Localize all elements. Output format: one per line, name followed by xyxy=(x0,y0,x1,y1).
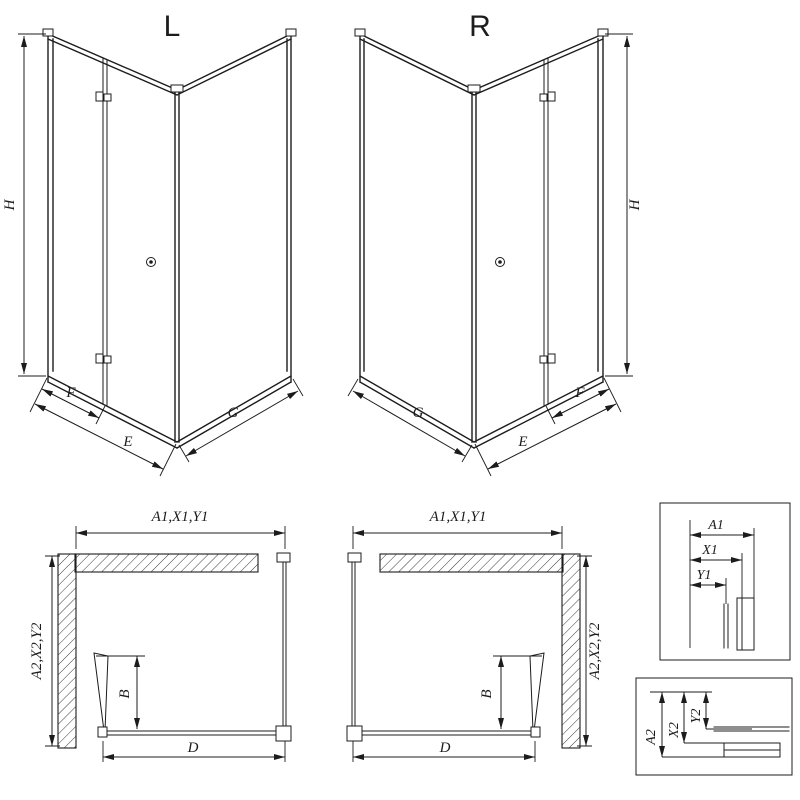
dim-label-e-l: E xyxy=(122,434,132,450)
detail-box-border xyxy=(635,677,793,776)
dim-line-g-l xyxy=(185,390,299,457)
wall-section-left xyxy=(57,553,77,749)
dim-label-h-r: H xyxy=(627,198,643,211)
corner-post-plan-icon xyxy=(346,725,363,742)
dim-label-g-l: G xyxy=(228,405,239,421)
wall-profile-bracket-icon xyxy=(276,552,291,563)
dim-label-a2-plan-l: A2,X2,Y2 xyxy=(29,622,45,680)
dim-label-a1-detail: A1 xyxy=(707,518,724,533)
hinge-icon xyxy=(547,91,556,102)
door-handle-icon xyxy=(495,257,505,267)
door-hinge-plan-icon xyxy=(530,726,541,738)
bifold-door-fold-line-l xyxy=(102,57,108,407)
corner-cap-icon xyxy=(467,84,481,93)
dim-label-f-r: F xyxy=(574,385,585,401)
detail-box-wall-profile: A1 X1 Y1 xyxy=(659,502,791,661)
dim-label-a1-plan-r: A1,X1,Y1 xyxy=(429,509,487,525)
dim-label-d-plan-r: D xyxy=(439,740,451,756)
wall-section-right xyxy=(561,553,581,749)
enclosure-frame-l xyxy=(47,33,292,449)
bifold-door-fold-line-r xyxy=(543,57,549,407)
open-door-plan-l xyxy=(93,652,109,732)
dim-ticks-feg-l xyxy=(29,377,304,477)
detail-box-floor-profile: A2 X2 Y2 xyxy=(635,677,793,776)
floor-profile-section xyxy=(713,726,790,758)
dim-label-g-r: G xyxy=(413,405,424,421)
dim-ticks-detail-top xyxy=(689,520,755,648)
dim-label-h-l: H xyxy=(2,198,18,211)
dim-ticks-plan-r xyxy=(352,526,592,762)
dim-label-b-plan-l: B xyxy=(117,689,133,698)
dim-label-a1-plan-l: A1,X1,Y1 xyxy=(151,509,209,525)
wall-bracket-icon xyxy=(285,28,297,37)
glass-panels-plan-r xyxy=(351,555,536,741)
wall-bracket-icon xyxy=(354,28,366,37)
wall-profile-bracket-icon xyxy=(347,552,362,563)
detail-box-border xyxy=(659,502,791,661)
variant-label-r: R xyxy=(469,10,491,43)
dim-ticks-detail-bottom xyxy=(650,691,752,758)
dim-label-e-r: E xyxy=(517,434,527,450)
plan-view-right: A1,X1,Y1 A2,X2,Y2 B D xyxy=(346,509,603,762)
hinge-icon xyxy=(539,355,548,364)
dim-ticks-plan-l xyxy=(45,526,286,762)
wall-bracket-icon xyxy=(597,28,609,37)
hinge-icon xyxy=(103,355,112,364)
plan-view-left: A1,X1,Y1 A2,X2,Y2 B D xyxy=(29,509,292,762)
door-handle-icon xyxy=(146,257,156,267)
dim-line-g-r xyxy=(352,390,466,457)
dim-label-x1-detail: X1 xyxy=(701,543,718,558)
wall-profile-section xyxy=(723,597,755,651)
open-door-plan-r xyxy=(529,652,545,732)
dim-label-y1-detail: Y1 xyxy=(697,568,712,583)
wall-section-top xyxy=(74,553,259,573)
dim-label-f-l: F xyxy=(65,385,76,401)
dim-label-x2-detail: X2 xyxy=(667,722,682,739)
door-handle-pin-icon xyxy=(498,260,502,264)
enclosure-frame-r xyxy=(359,33,604,449)
dim-ticks-feg-r xyxy=(347,377,622,477)
hinge-icon xyxy=(547,353,556,364)
corner-cap-icon xyxy=(170,84,184,93)
hinge-icon xyxy=(95,91,104,102)
hinge-icon xyxy=(95,353,104,364)
dim-label-b-plan-r: B xyxy=(479,689,495,698)
dim-line-e-r xyxy=(487,403,617,470)
perspective-view-left: L H F E G xyxy=(2,10,304,477)
wall-section-top xyxy=(379,553,564,573)
perspective-view-right: R H F E G xyxy=(347,10,643,477)
door-handle-pin-icon xyxy=(149,260,153,264)
dim-label-a2-detail: A2 xyxy=(644,729,659,746)
variant-label-l: L xyxy=(164,10,181,43)
hinge-icon xyxy=(103,93,112,102)
glass-panels-plan-l xyxy=(102,555,287,741)
dim-ticks-h-l xyxy=(18,33,46,377)
door-hinge-plan-icon xyxy=(97,726,108,738)
hinge-icon xyxy=(539,93,548,102)
wall-bracket-icon xyxy=(42,28,54,37)
dim-line-e-l xyxy=(34,403,164,470)
dim-label-a2-plan-r: A2,X2,Y2 xyxy=(587,622,603,680)
dim-ticks-h-r xyxy=(605,33,633,377)
dim-label-y2-detail: Y2 xyxy=(689,709,704,724)
dim-label-d-plan-l: D xyxy=(187,740,199,756)
corner-post-plan-icon xyxy=(275,725,292,742)
